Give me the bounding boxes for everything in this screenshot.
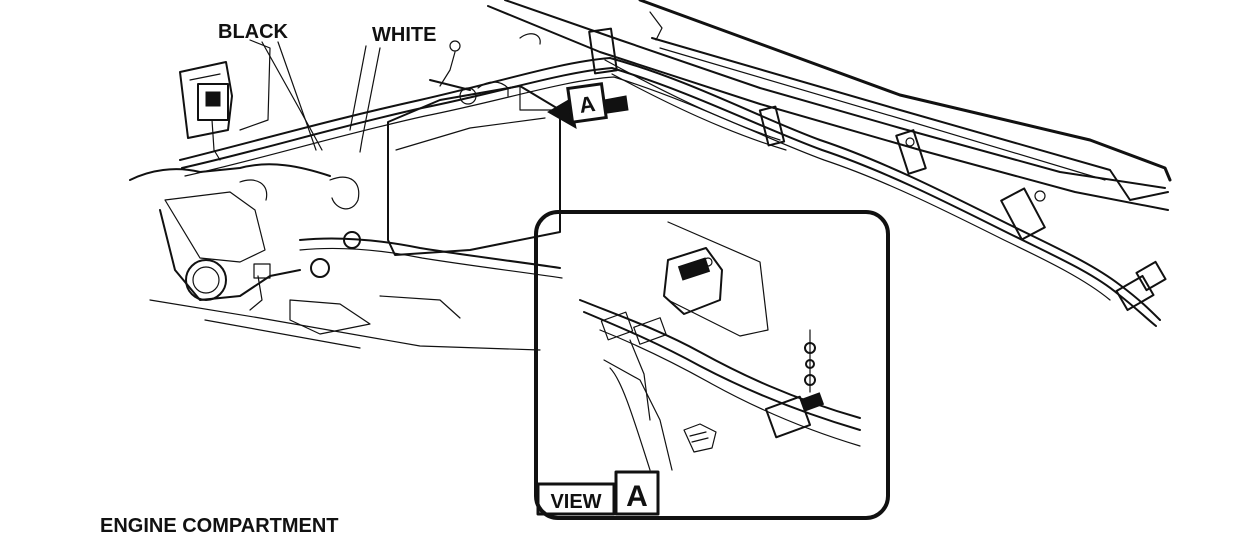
battery: [387, 81, 561, 256]
label-white-wire: WHITE: [372, 24, 436, 46]
harness-clips: [588, 27, 1167, 312]
view-word: VIEW: [550, 491, 601, 513]
label-black-wire: BLACK: [218, 21, 289, 43]
wiring-harness: [179, 57, 1161, 327]
relay-bracket: [179, 39, 271, 161]
view-a-inset: VIEW A: [534, 210, 890, 520]
diagram-caption: ENGINE COMPARTMENT: [100, 515, 339, 537]
wire-leader-lines: [261, 41, 381, 153]
view-letter: A: [626, 480, 648, 513]
view-a-callout: A: [547, 82, 629, 129]
battery-terminal: [429, 33, 541, 105]
callout-letter: A: [578, 91, 597, 118]
fender-rail: [487, 0, 1172, 211]
engine-block: [129, 163, 563, 351]
